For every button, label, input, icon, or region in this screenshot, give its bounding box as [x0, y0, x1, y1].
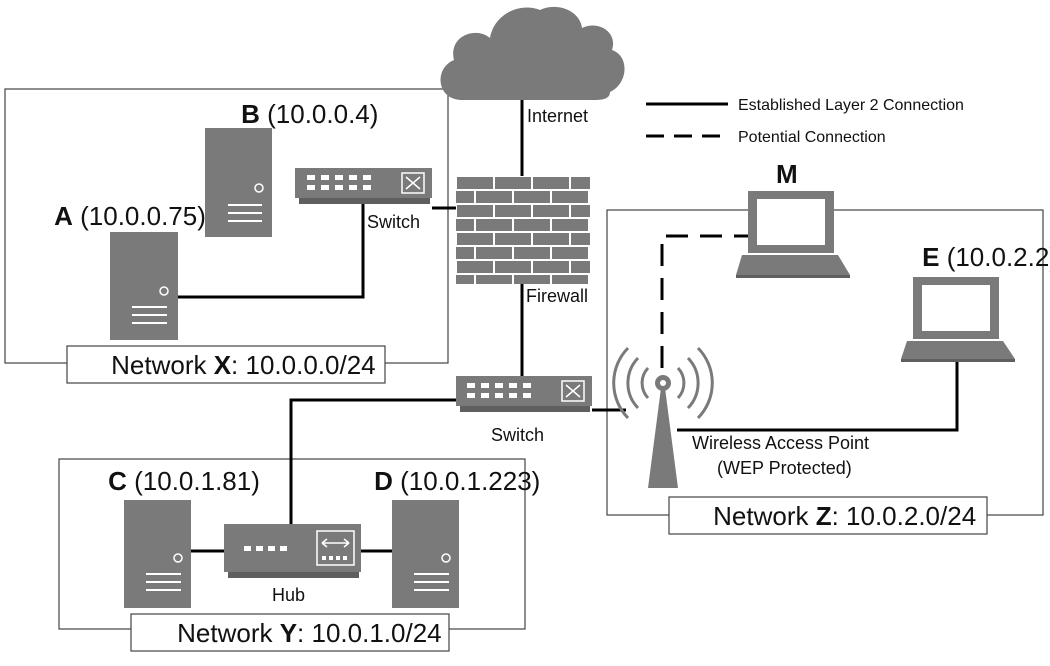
node-c-letter: C — [108, 466, 127, 496]
network-y-label-box — [130, 613, 450, 652]
network-z-prefix: Network — [713, 501, 816, 531]
node-d-label: D (10.0.1.223) — [338, 466, 562, 496]
connections — [178, 100, 959, 553]
node-m-label: M — [776, 159, 798, 189]
node-e-ip: (10.0.2.2) — [939, 242, 1050, 272]
node-a-label: A (10.0.0.75) — [18, 201, 228, 231]
network-x-cidr: : 10.0.0.0/24 — [231, 350, 376, 380]
node-e-label: E (10.0.2.2) — [886, 242, 1050, 272]
link-a-switchx — [178, 204, 365, 299]
laptop-e-icon — [901, 277, 1015, 362]
node-d-letter: D — [374, 466, 393, 496]
switch-x-label: Switch — [367, 212, 420, 232]
network-y-cidr: : 10.0.1.0/24 — [297, 618, 442, 648]
network-y-letter: Y — [280, 618, 297, 648]
network-z-label: Network Z: 10.0.2.0/24 — [677, 501, 998, 531]
node-a-ip: (10.0.0.75) — [73, 201, 206, 231]
legend-potential-label: Potential Connection — [738, 129, 886, 146]
network-z-cidr: : 10.0.2.0/24 — [832, 501, 977, 531]
internet-cloud-icon — [440, 6, 625, 100]
link-switch-hub — [289, 398, 456, 524]
node-b-letter: B — [241, 99, 260, 129]
node-b-label: B (10.0.0.4) — [205, 99, 400, 129]
network-x-letter: X — [214, 350, 232, 380]
wap-label-line1: Wireless Access Point — [692, 433, 869, 453]
network-y-prefix: Network — [177, 618, 280, 648]
network-x-label-box — [66, 345, 386, 384]
internet-label: Internet — [527, 106, 588, 126]
firewall-label: Firewall — [526, 286, 588, 306]
network-x-label: Network X: 10.0.0.0/24 — [75, 350, 397, 380]
network-z-label-box — [668, 496, 988, 535]
hub-icon — [224, 524, 361, 578]
node-a-letter: A — [54, 201, 73, 231]
switch-main-icon — [456, 376, 592, 412]
node-c-label: C (10.0.1.81) — [72, 466, 282, 496]
switch-main-label: Switch — [491, 425, 544, 445]
wireless-access-point-icon — [612, 346, 714, 488]
link-wap-m-potential — [660, 234, 748, 368]
laptop-m-icon — [736, 191, 850, 278]
node-c-ip: (10.0.1.81) — [127, 466, 260, 496]
node-d-ip: (10.0.1.223) — [393, 466, 540, 496]
firewall-icon — [456, 176, 590, 284]
link-wap-e — [677, 362, 959, 432]
network-x-prefix: Network — [111, 350, 214, 380]
server-d-icon — [392, 500, 459, 608]
node-e-letter: E — [922, 242, 939, 272]
node-b-ip: (10.0.0.4) — [260, 99, 379, 129]
legend: Established Layer 2 Connection Potential… — [646, 97, 964, 146]
wap-label-line2: (WEP Protected) — [717, 458, 852, 478]
server-a-icon — [110, 232, 178, 340]
server-c-icon — [124, 500, 191, 608]
network-z-letter: Z — [816, 501, 832, 531]
server-b-icon — [205, 128, 272, 237]
network-y-label: Network Y: 10.0.1.0/24 — [141, 618, 463, 648]
switch-x-icon — [295, 168, 432, 204]
hub-label: Hub — [272, 585, 305, 605]
legend-established-label: Established Layer 2 Connection — [738, 97, 964, 114]
